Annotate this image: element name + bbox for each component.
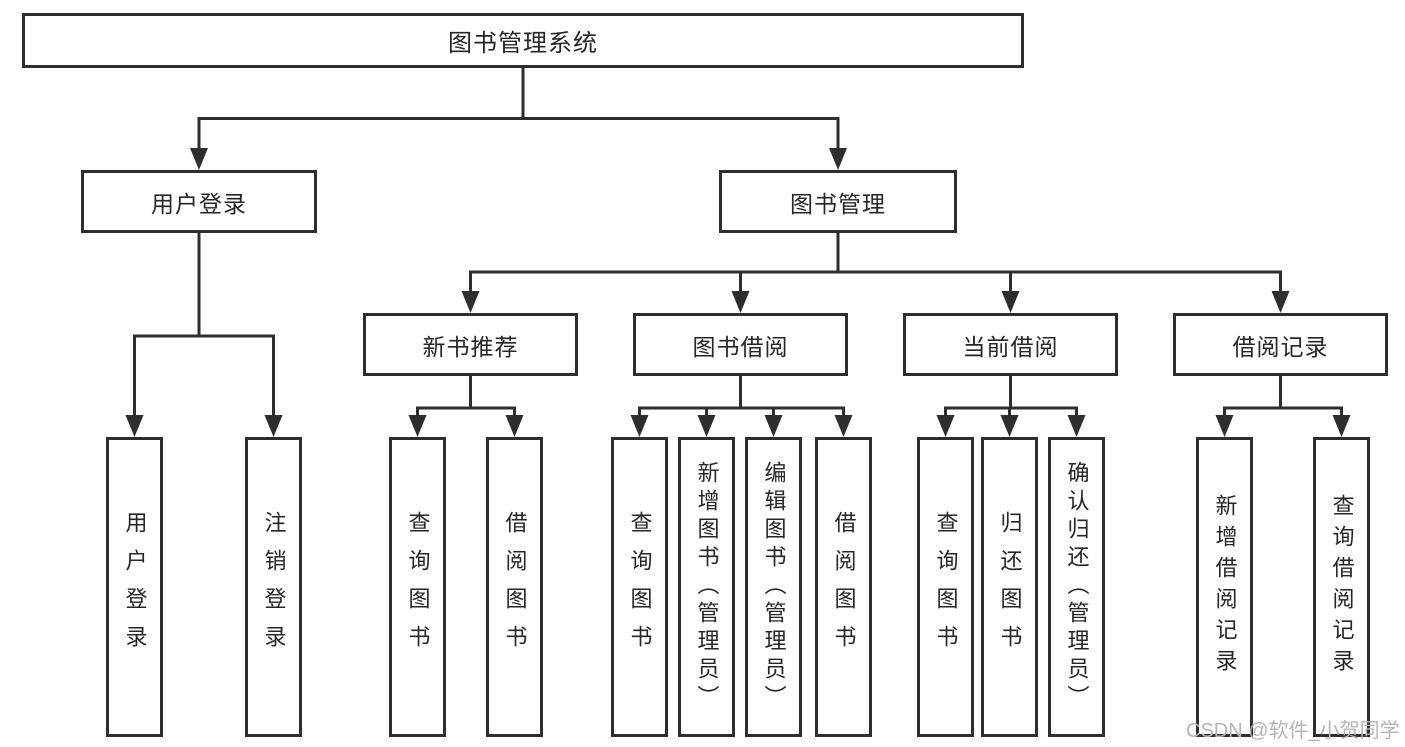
arrow-down-icon (461, 291, 480, 313)
arrow-down-icon (731, 291, 750, 313)
arrow-down-icon (1332, 415, 1351, 437)
node-label: 用户登录 (151, 190, 247, 217)
leaf-query-books-3: 查询图书 (917, 437, 974, 737)
leaf-label: 新增借阅记录 (1212, 494, 1238, 680)
arrow-down-icon (1215, 415, 1234, 437)
watermark: CSDN @软件_小贺同学 (1186, 720, 1400, 742)
arrow-down-icon (764, 415, 783, 437)
connector-borrow-records-branch (1215, 376, 1351, 437)
leaf-query-borrow-record: 查询借阅记录 (1313, 437, 1370, 737)
leaf-add-books-admin: 新增图书（管理员） (678, 437, 735, 737)
leaf-label: 查询图书 (627, 511, 653, 663)
leaf-label: 查询图书 (405, 511, 431, 663)
connector-book-management-branch (461, 233, 1290, 313)
leaf-label: 编辑图书（管理员） (761, 461, 787, 713)
leaf-confirm-return-admin: 确认归还（管理员） (1048, 437, 1105, 737)
leaf-label: 归还图书 (997, 511, 1023, 663)
node-label: 图书管理 (790, 190, 886, 217)
node-book-management: 图书管理 (719, 170, 957, 233)
leaf-label: 借阅图书 (502, 511, 528, 663)
connector-root-to-level2 (190, 68, 847, 170)
arrow-down-icon (630, 415, 649, 437)
leaf-label: 新增图书（管理员） (694, 461, 720, 713)
arrow-down-icon (834, 415, 853, 437)
node-book-management-system: 图书管理系统 (22, 13, 1024, 68)
leaf-label: 借阅图书 (831, 511, 857, 663)
arrow-down-icon (1001, 291, 1020, 313)
node-label: 借阅记录 (1232, 333, 1329, 360)
arrow-down-icon (408, 415, 427, 437)
node-label: 当前借阅 (962, 333, 1059, 360)
node-label: 图书借阅 (692, 333, 789, 360)
leaf-label: 查询借阅记录 (1329, 494, 1355, 680)
connector-book-borrow-branch (630, 376, 853, 437)
arrow-down-icon (1067, 415, 1086, 437)
arrow-down-icon (1000, 415, 1019, 437)
arrow-down-icon (264, 415, 283, 437)
connector-new-book-branch (408, 376, 524, 437)
leaf-label: 用户登录 (122, 511, 148, 663)
leaf-logout: 注销登录 (245, 437, 302, 737)
leaf-borrow-books: 借阅图书 (486, 437, 543, 737)
leaf-query-books: 查询图书 (389, 437, 446, 737)
arrow-down-icon (125, 415, 144, 437)
node-borrow-records: 借阅记录 (1173, 313, 1388, 376)
leaf-edit-books-admin: 编辑图书（管理员） (745, 437, 802, 737)
leaf-label: 注销登录 (261, 511, 287, 663)
node-label: 图书管理系统 (448, 30, 598, 57)
leaf-label: 查询图书 (933, 511, 959, 663)
connector-current-borrow-branch (936, 376, 1086, 437)
leaf-return-books: 归还图书 (981, 437, 1038, 737)
leaf-label: 确认归还（管理员） (1064, 461, 1090, 713)
node-book-borrow: 图书借阅 (633, 313, 848, 376)
arrow-down-icon (1271, 291, 1290, 313)
arrow-down-icon (505, 415, 524, 437)
leaf-query-books-2: 查询图书 (611, 437, 668, 737)
arrow-down-icon (936, 415, 955, 437)
connector-user-login-branch (125, 233, 283, 437)
leaf-add-borrow-record: 新增借阅记录 (1196, 437, 1253, 737)
arrow-down-icon (190, 148, 208, 170)
node-user-login: 用户登录 (81, 170, 317, 233)
leaf-user-login: 用户登录 (106, 437, 163, 737)
leaf-borrow-books-2: 借阅图书 (815, 437, 872, 737)
node-current-borrow: 当前借阅 (903, 313, 1118, 376)
node-new-book-recommend: 新书推荐 (363, 313, 578, 376)
arrow-down-icon (829, 148, 847, 170)
arrow-down-icon (697, 415, 716, 437)
node-label: 新书推荐 (422, 333, 519, 360)
